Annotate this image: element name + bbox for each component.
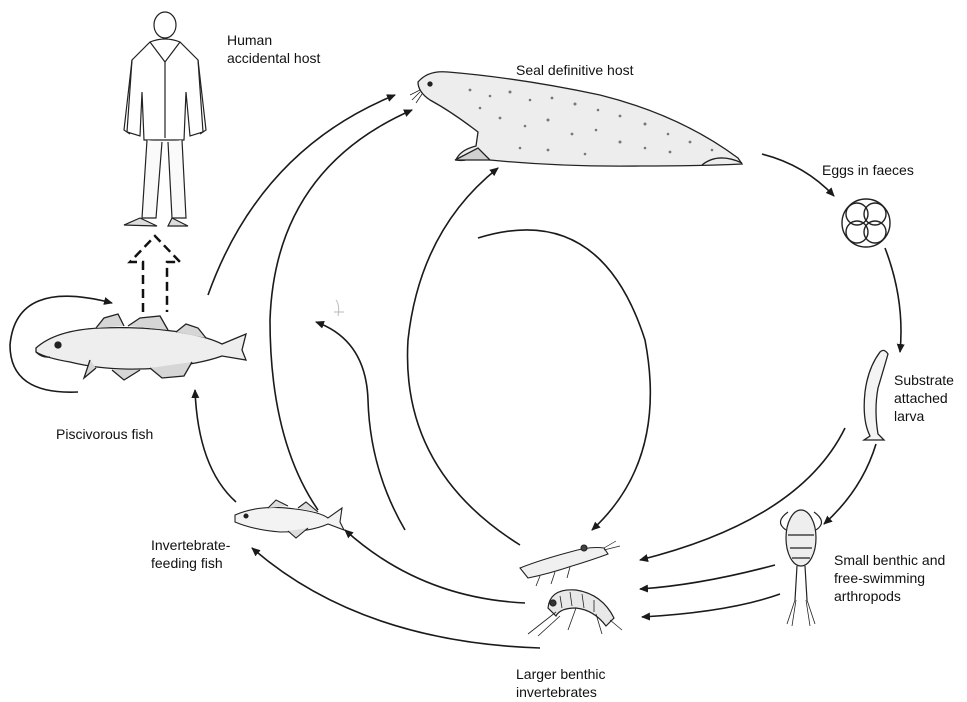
arthropods-label-line1: Small benthic and (834, 551, 945, 569)
seal-label: Seal definitive host (516, 61, 634, 79)
arrow-large-loop-to-shrimp (478, 230, 650, 530)
pisc-fish-label: Piscivorous fish (56, 425, 153, 443)
arrow-shrimp-to-seal (408, 168, 521, 545)
small-larva-mark (334, 300, 344, 316)
arthropods-label: Small benthic and free-swimming arthropo… (834, 551, 945, 605)
seal-illustration (410, 72, 742, 166)
arrow-copepod-to-shrimp (640, 565, 775, 589)
human-illustration (124, 12, 206, 226)
arthropods-label-line3: arthropods (834, 587, 945, 605)
arrow-amphipod-to-inv-fish (345, 530, 525, 603)
piscivorous-fish-illustration (36, 314, 246, 380)
cycle-arrows (10, 95, 901, 648)
invertebrate-feeding-fish-illustration (235, 500, 344, 538)
larva-label-line2: attached (894, 389, 954, 407)
human-label-line2: accidental host (227, 49, 320, 67)
inv-fish-label-line1: Invertebrate- (151, 536, 230, 554)
arthropods-label-line2: free-swimming (834, 569, 945, 587)
inv-fish-label-line2: feeding fish (151, 554, 230, 572)
benthic-label-line1: Larger benthic (516, 665, 606, 683)
arrow-inv-fish-to-pisc-fish (195, 390, 236, 502)
larva-illustration (864, 350, 888, 440)
egg-illustration (842, 199, 890, 247)
arrow-inv-fish-to-seal (270, 110, 412, 510)
arrow-ghost-to-pisc-fish (316, 322, 405, 530)
copepod-illustration (780, 510, 821, 626)
accidental-infection-arrow (130, 236, 180, 312)
benthic-label-line2: invertebrates (516, 683, 606, 701)
human-label-line1: Human (227, 31, 320, 49)
larva-label: Substrate attached larva (894, 371, 954, 425)
arrow-eggs-to-larva (885, 248, 901, 352)
arrow-larva-to-copepod (824, 444, 876, 524)
shrimp-illustration (520, 541, 620, 586)
arrow-benthic-to-inv-fish (252, 548, 540, 648)
amphipod-illustration (528, 590, 622, 636)
human-label: Human accidental host (227, 31, 320, 67)
larva-label-line1: Substrate (894, 371, 954, 389)
benthic-label: Larger benthic invertebrates (516, 665, 606, 701)
eggs-label: Eggs in faeces (822, 161, 914, 179)
arrow-copepod-to-amphipod (642, 594, 780, 617)
arrow-fish-to-seal (208, 95, 395, 295)
inv-fish-label: Invertebrate- feeding fish (151, 536, 230, 572)
larva-label-line3: larva (894, 407, 954, 425)
